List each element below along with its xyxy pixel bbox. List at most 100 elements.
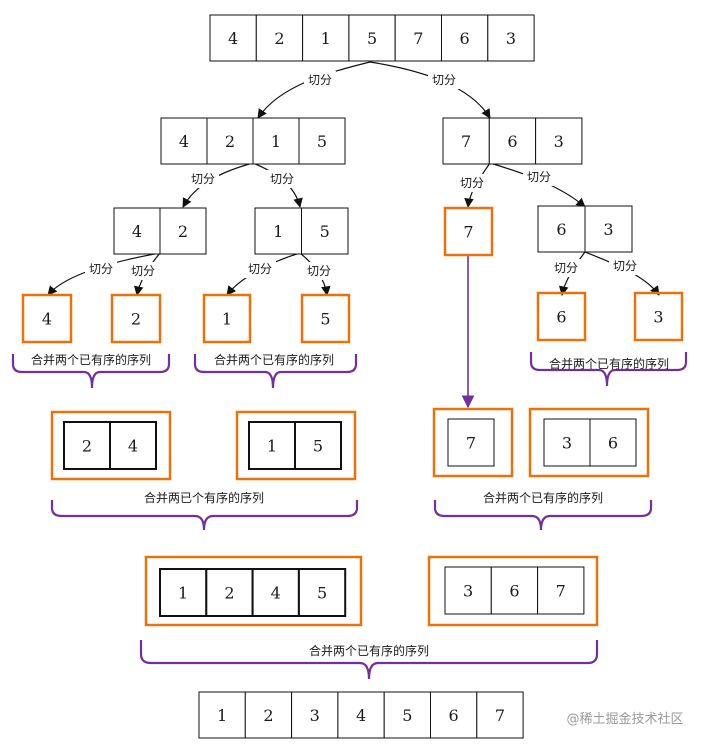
array-cell — [537, 566, 585, 615]
merge-brace — [433, 500, 653, 531]
array-cell — [248, 421, 296, 470]
array-cell — [441, 14, 489, 62]
leaf-frame — [633, 291, 684, 342]
split-labels: 切分 切分 切分 切分 切分 切分 切分 切分 切分 切分 切分 切分 — [85, 71, 641, 280]
split-label: 切分 — [248, 262, 272, 276]
array-row-leaf-4: 4 — [42, 310, 52, 329]
array-cell-value: 4 — [228, 29, 238, 48]
array-cell-value: 2 — [178, 222, 188, 241]
array-cell-value: 6 — [608, 434, 618, 453]
split-label: 切分 — [131, 264, 155, 278]
split-arrow — [369, 61, 491, 119]
array-cell-value: 7 — [556, 582, 566, 601]
array-cell-value: 5 — [317, 132, 327, 151]
array-cell-value: 3 — [310, 706, 320, 725]
array-cell-value: 7 — [466, 434, 476, 453]
array-cell-value: 2 — [263, 706, 273, 725]
array-cell — [543, 418, 591, 467]
array-cell-value: 2 — [131, 310, 141, 329]
array-cell-value: 5 — [320, 310, 330, 329]
split-label: 切分 — [270, 172, 294, 186]
array-cell-value: 4 — [271, 584, 281, 603]
merge-label: 合并两个已有序的序列 — [214, 352, 334, 367]
array-cell — [337, 691, 385, 739]
merge-frame — [50, 410, 172, 481]
orange-frames — [21, 206, 684, 627]
array-cell — [206, 117, 254, 165]
array-row-leaf-5: 5 — [320, 310, 330, 329]
merge-label: 合并两个已有序的序列 — [309, 643, 429, 658]
array-cell — [442, 117, 490, 165]
array-cell-value: 3 — [562, 434, 572, 453]
array-cell — [159, 568, 208, 617]
array-cell-value: 2 — [274, 29, 284, 48]
split-label: 切分 — [554, 261, 578, 275]
array-cell-value: 4 — [356, 706, 366, 725]
array-cell-value: 2 — [224, 584, 234, 603]
split-arrow — [257, 61, 371, 119]
array-cell — [297, 568, 347, 617]
merge-label: 合并两个已有序的序列 — [31, 352, 151, 367]
array-cell-value: 4 — [179, 132, 189, 151]
array-cell-value: 5 — [367, 29, 377, 48]
split-label: 切分 — [191, 172, 215, 186]
leaf-frame — [21, 293, 73, 344]
array-cell-value: 6 — [449, 706, 459, 725]
array-row-merged-7: 7 — [447, 418, 495, 467]
array-cell — [302, 14, 350, 62]
array-cell-value: 4 — [128, 437, 138, 456]
array-row-leaf-3: 3 — [653, 308, 663, 327]
array-cell-value: 5 — [320, 222, 330, 241]
array-cell-value: 6 — [460, 29, 470, 48]
array-cell-value: 4 — [42, 310, 52, 329]
array-cell — [254, 207, 302, 255]
array-cell-value: 1 — [273, 222, 283, 241]
array-cell — [160, 117, 208, 165]
array-cell-value: 7 — [495, 706, 505, 725]
merge-label: 合并两个已有序的序列 — [549, 356, 669, 371]
array-cell — [252, 117, 300, 165]
array-cell-value: 1 — [321, 29, 331, 48]
array-cell-value: 3 — [603, 220, 613, 239]
array-cell-value: 1 — [217, 706, 227, 725]
merge-frame — [528, 407, 650, 478]
array-cell-value: 5 — [402, 706, 412, 725]
array-cell-value: 5 — [313, 437, 323, 456]
array-cell-value: 6 — [556, 220, 566, 239]
array-cell — [535, 117, 583, 165]
leaf-frame — [202, 293, 252, 344]
merge-frame — [144, 555, 363, 627]
merge-label: 合并两已个有序的序列 — [144, 490, 264, 505]
array-cell — [444, 566, 492, 615]
split-label: 切分 — [527, 170, 551, 184]
array-cell — [430, 691, 478, 739]
array-cell-value: 3 — [554, 132, 564, 151]
array-row-leaf-2: 2 — [131, 310, 141, 329]
merge-frame — [432, 407, 514, 478]
array-cell-value: 4 — [132, 222, 142, 241]
array-cell — [383, 691, 432, 739]
split-label: 切分 — [89, 262, 113, 276]
leaf-frame — [110, 293, 162, 344]
array-cell — [294, 421, 342, 470]
array-cell — [109, 421, 157, 470]
array-cell — [159, 207, 207, 255]
array-cell — [298, 117, 346, 165]
array-cell-value: 6 — [509, 582, 519, 601]
watermark: @稀土掘金技术社区 — [566, 711, 683, 727]
array-cell-value: 1 — [222, 310, 232, 329]
array-row-level2-c: 7 — [463, 223, 473, 242]
merge-brace — [139, 640, 599, 680]
split-label: 切分 — [613, 259, 637, 273]
array-cell — [244, 691, 293, 739]
